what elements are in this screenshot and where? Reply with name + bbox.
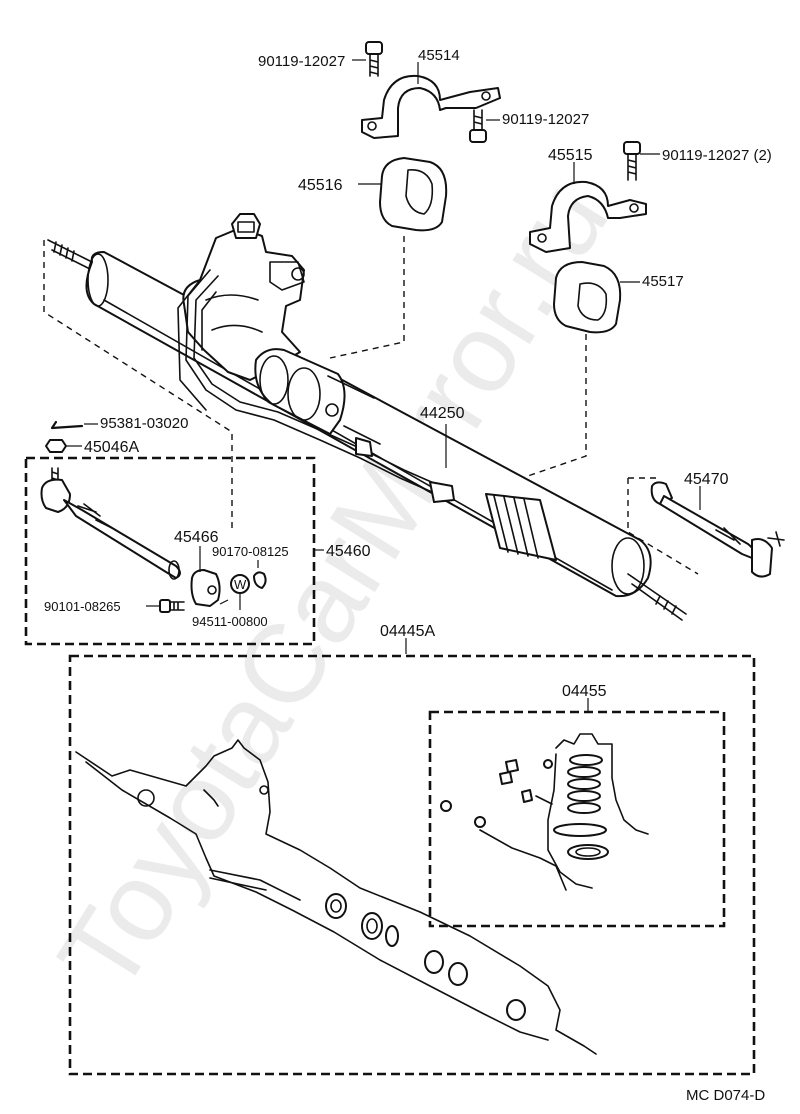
clamp-45466[interactable] bbox=[190, 569, 221, 607]
leader-left-end bbox=[43, 240, 233, 530]
label-90119-12027-right: 90119-12027 (2) bbox=[662, 147, 772, 164]
label-04455: 04455 bbox=[562, 683, 607, 700]
tie-rod-end-left[interactable] bbox=[40, 467, 181, 580]
gasket-kit-outline bbox=[75, 739, 597, 1055]
label-90119-12027-top: 90119-12027 bbox=[258, 53, 345, 70]
label-45470: 45470 bbox=[684, 471, 729, 488]
label-95381-03020: 95381-03020 bbox=[100, 415, 188, 432]
label-45514: 45514 bbox=[418, 47, 460, 64]
leader-45516-to-housing bbox=[329, 236, 405, 359]
nut-90170[interactable] bbox=[253, 571, 267, 589]
box-45460 bbox=[24, 456, 316, 646]
label-45046A: 45046A bbox=[84, 439, 139, 456]
bolt-90119-mid[interactable] bbox=[469, 109, 487, 143]
bolt-90101[interactable] bbox=[159, 599, 185, 613]
nut-45046A[interactable] bbox=[45, 439, 67, 453]
label-45460: 45460 bbox=[326, 543, 371, 560]
valve-seal-kit-04455[interactable] bbox=[440, 733, 649, 891]
box-04455 bbox=[428, 710, 726, 928]
label-45515: 45515 bbox=[548, 147, 593, 164]
cotter-pin-95381[interactable] bbox=[50, 420, 84, 430]
label-90170-08125: 90170-08125 bbox=[212, 544, 289, 559]
footer-code: MC D074-D bbox=[686, 1087, 765, 1104]
label-90101-08265: 90101-08265 bbox=[44, 599, 121, 614]
cushion-45517[interactable] bbox=[553, 261, 622, 334]
bracket-45515[interactable] bbox=[529, 180, 647, 253]
steering-rack-44250[interactable] bbox=[47, 213, 687, 621]
washer-mark: W bbox=[234, 577, 247, 592]
cushion-45516[interactable] bbox=[379, 157, 448, 232]
bolt-90119-right[interactable] bbox=[623, 141, 641, 181]
label-44250: 44250 bbox=[420, 405, 465, 422]
label-45517: 45517 bbox=[642, 273, 684, 290]
label-94511-00800: 94511-00800 bbox=[192, 614, 268, 629]
label-45466: 45466 bbox=[174, 529, 219, 546]
bracket-45514[interactable] bbox=[361, 74, 501, 139]
bolt-90119-top[interactable] bbox=[365, 41, 383, 77]
label-04445A: 04445A bbox=[380, 623, 435, 640]
box-04445A bbox=[68, 654, 756, 1076]
box-45470 bbox=[627, 477, 699, 575]
seal-rings-lower[interactable] bbox=[325, 893, 526, 1021]
leader-45517-to-housing bbox=[521, 334, 587, 479]
tie-rod-end-right[interactable] bbox=[650, 481, 785, 578]
washer-94511[interactable]: W bbox=[230, 574, 250, 594]
label-90119-12027-mid: 90119-12027 bbox=[502, 111, 589, 128]
label-45516: 45516 bbox=[298, 177, 343, 194]
